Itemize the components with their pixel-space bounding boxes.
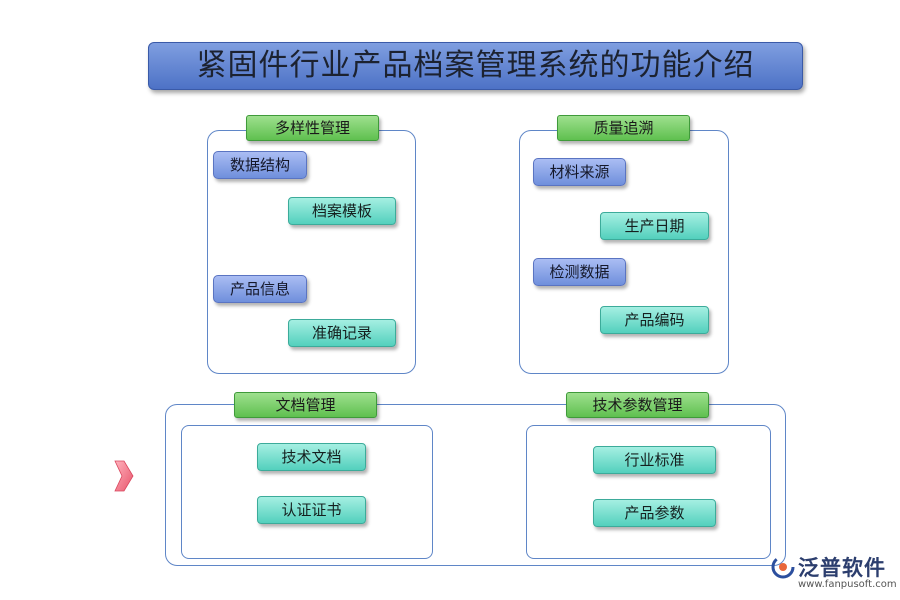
tech-params-header: 技术参数管理 [566,392,709,418]
quality-header: 质量追溯 [557,115,690,141]
node-accurate-record: 准确记录 [288,319,396,347]
brand-logo-name: 泛普软件 [798,556,886,580]
diagram-title: 紧固件行业产品档案管理系统的功能介绍 [148,42,803,90]
diversity-header: 多样性管理 [246,115,379,141]
node-product-info: 产品信息 [213,275,307,303]
document-header: 文档管理 [234,392,377,418]
side-arrow-icon [114,460,134,492]
node-product-code: 产品编码 [600,306,709,334]
node-industry-standard: 行业标准 [593,446,716,474]
node-data-structure: 数据结构 [213,151,307,179]
node-tech-document: 技术文档 [257,443,366,471]
node-archive-template: 档案模板 [288,197,396,225]
node-inspection-data: 检测数据 [533,258,626,286]
brand-logo-icon [771,555,795,579]
brand-logo-url: www.fanpusoft.com [798,579,897,590]
node-certification: 认证证书 [257,496,366,524]
node-product-params: 产品参数 [593,499,716,527]
node-material-source: 材料来源 [533,158,626,186]
node-production-date: 生产日期 [600,212,709,240]
brand-logo: 泛普软件 www.fanpusoft.com [770,552,897,596]
